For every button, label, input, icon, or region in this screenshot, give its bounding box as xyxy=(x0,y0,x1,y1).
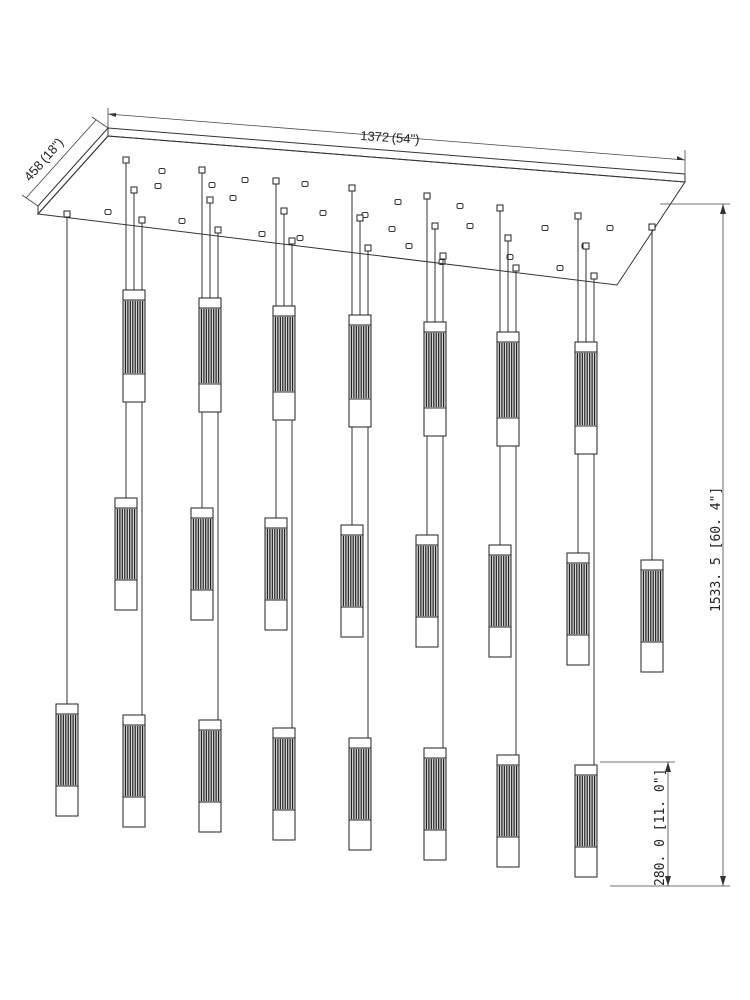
cord-clip xyxy=(504,234,512,242)
cord-clip xyxy=(364,244,372,252)
junction-sleeve xyxy=(496,331,520,447)
width-label: 1372 (54") xyxy=(360,128,420,147)
cord-clip xyxy=(590,272,598,280)
cord-clip xyxy=(130,186,138,194)
pendant-light-11 xyxy=(488,544,512,658)
cord-clip xyxy=(122,156,130,164)
cord-clip xyxy=(512,264,520,272)
cord-clip xyxy=(348,184,356,192)
pendant-light-10 xyxy=(423,747,447,861)
cord-clip xyxy=(206,196,214,204)
pendant-light-7 xyxy=(340,524,364,638)
pendant-dimension: 280. 0 [11. 0"] xyxy=(600,761,675,886)
height-dimension: 1533. 5 [60. 4"] xyxy=(610,203,730,887)
pendant-light-14 xyxy=(574,764,598,878)
canopy-holes xyxy=(104,168,614,271)
junction-sleeve xyxy=(198,297,222,413)
cord-clip xyxy=(280,207,288,215)
width-dimension: 1372 (54") xyxy=(107,108,686,174)
pendant-light-3 xyxy=(190,507,214,621)
cord-clip xyxy=(496,204,504,212)
height-label: 1533. 5 [60. 4"] xyxy=(709,487,724,612)
pendants xyxy=(55,156,664,878)
pendant-light-13 xyxy=(566,552,590,666)
cord-clip xyxy=(272,177,280,185)
junction-sleeve xyxy=(272,305,296,421)
pendant-light-1 xyxy=(114,497,138,611)
pendant-length-label: 280. 0 [11. 0"] xyxy=(653,769,668,886)
cord-clip xyxy=(138,216,146,224)
pendant-light-9 xyxy=(415,534,439,648)
pendant-light-8 xyxy=(348,737,372,851)
cord-clip xyxy=(356,214,364,222)
cord-clip xyxy=(214,226,222,234)
pendant-light-2 xyxy=(122,714,146,828)
pendant-light-4 xyxy=(198,719,222,833)
cord-clip xyxy=(423,192,431,200)
cord-clip xyxy=(582,242,590,250)
cord-clip xyxy=(288,237,296,245)
canopy-plate xyxy=(36,126,686,286)
pendant-light-5 xyxy=(264,517,288,631)
pendant-light-15 xyxy=(55,703,79,817)
junction-sleeve xyxy=(348,314,372,428)
pendant-light-16 xyxy=(640,559,664,673)
cord-clip xyxy=(198,166,206,174)
junction-sleeve xyxy=(122,289,146,403)
depth-label: 458 (18") xyxy=(21,135,66,184)
cord-clip xyxy=(63,210,71,218)
junction-sleeve xyxy=(574,341,598,455)
cord-clip xyxy=(574,212,582,220)
cord-clip xyxy=(431,222,439,230)
pendant-light-6 xyxy=(272,727,296,841)
depth-dimension: 458 (18") xyxy=(21,116,109,207)
cord-clip xyxy=(648,223,656,231)
pendant-light-12 xyxy=(496,754,520,868)
junction-sleeve xyxy=(423,321,447,437)
cord-clip xyxy=(439,252,447,260)
